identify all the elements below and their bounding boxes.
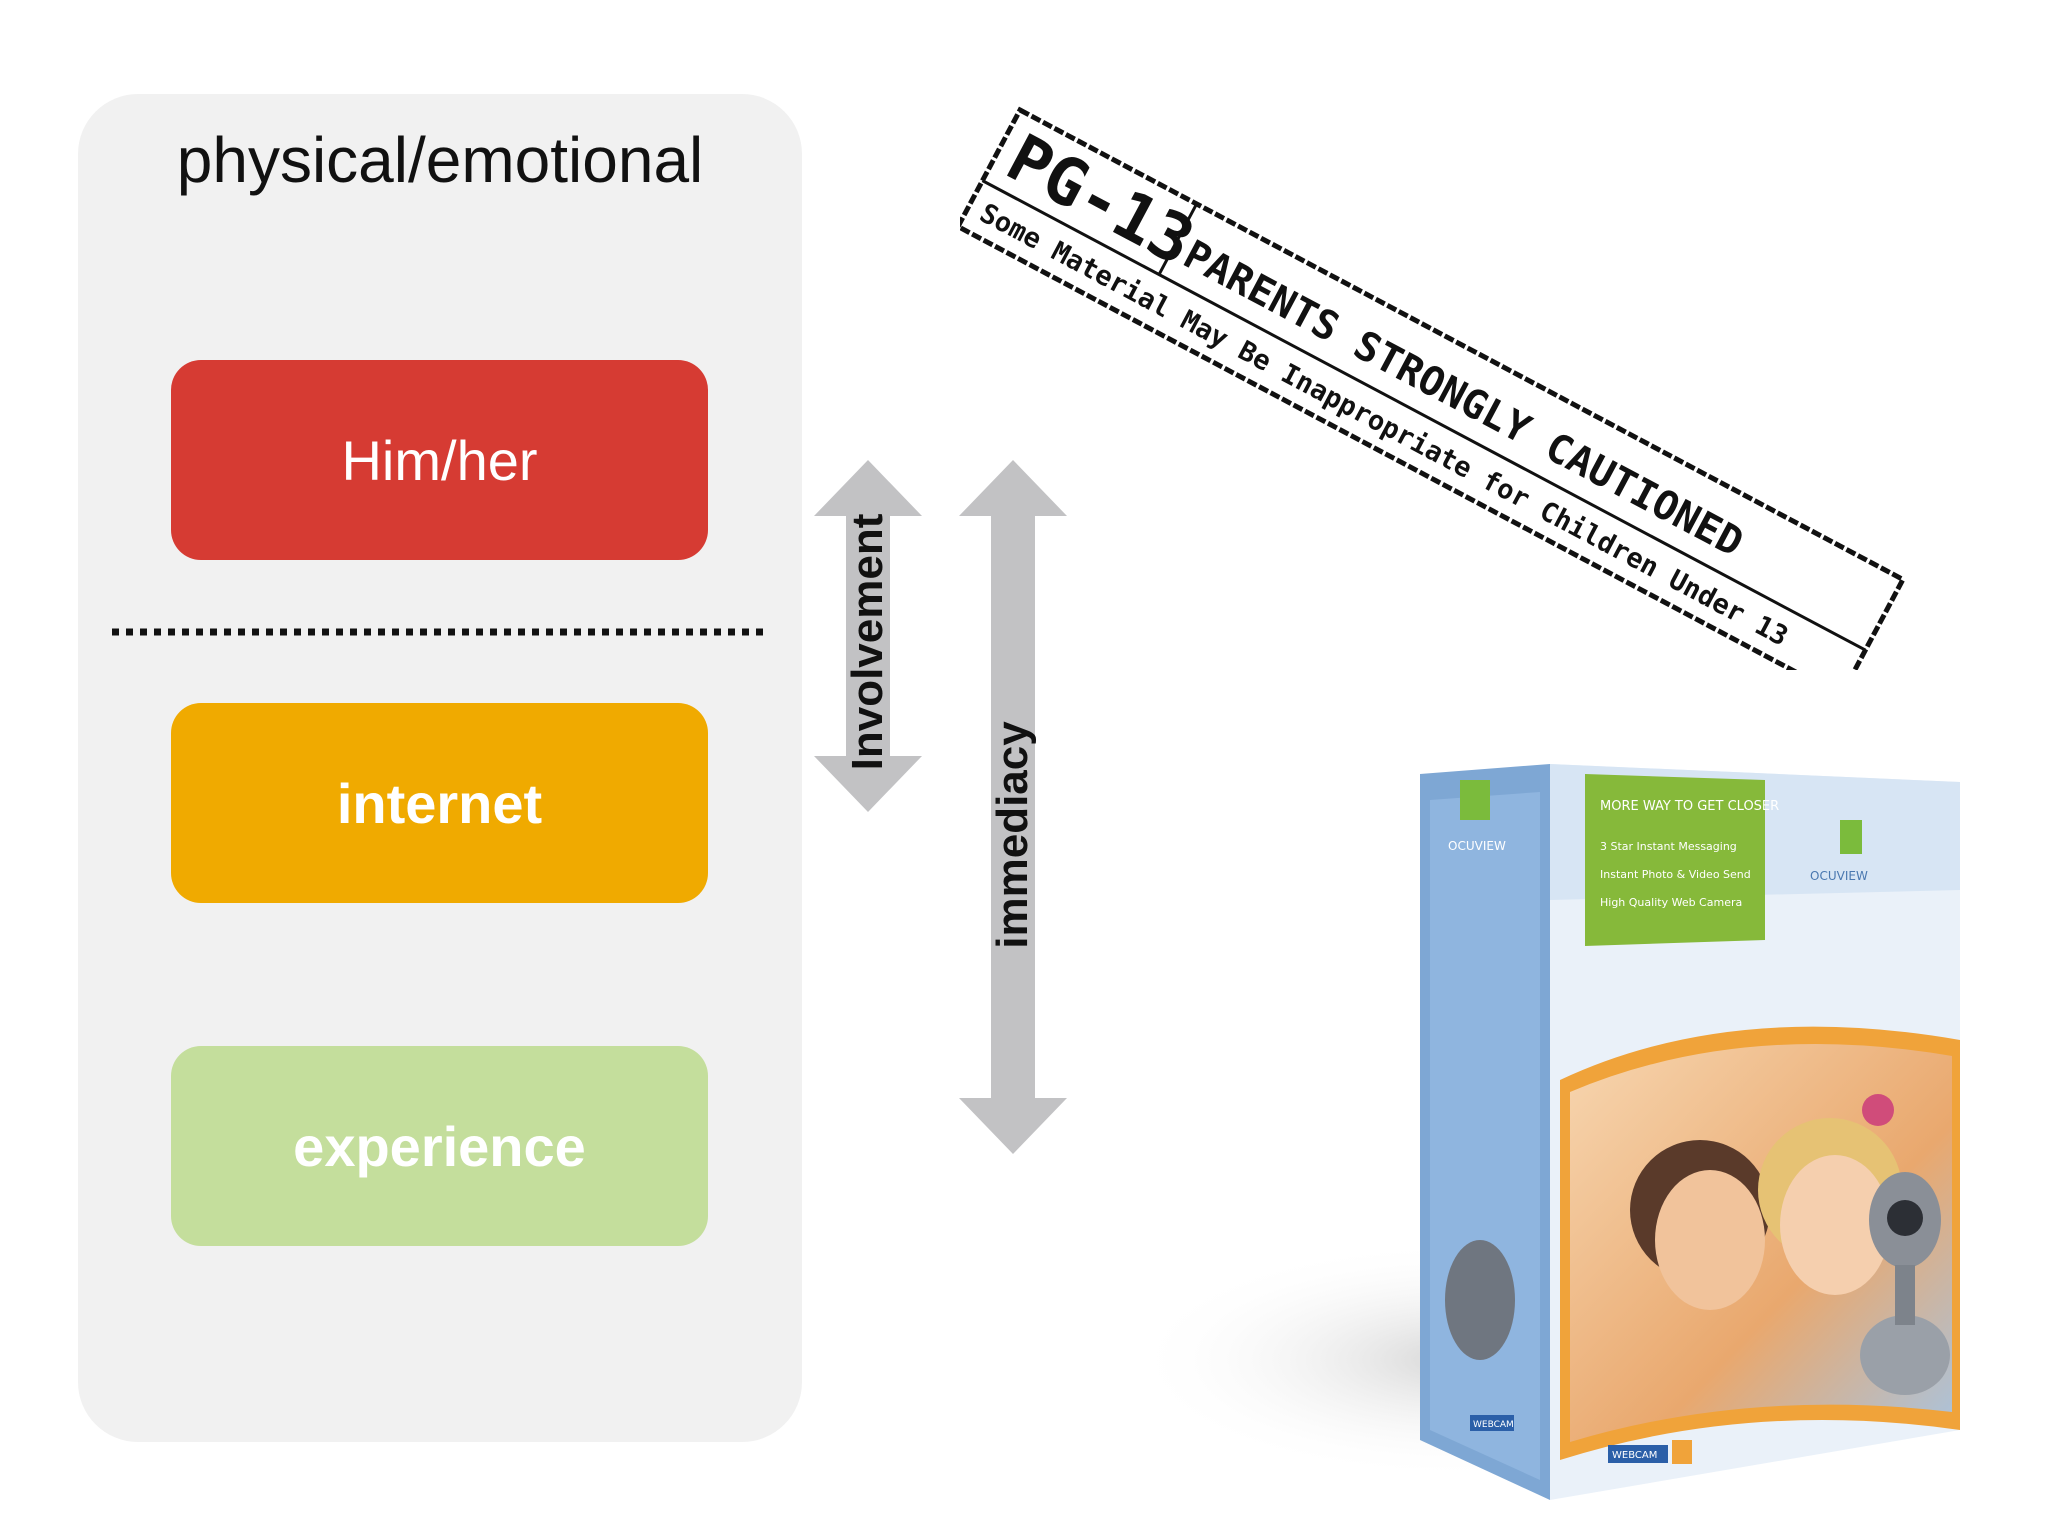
svg-text:OCUVIEW: OCUVIEW [1810,869,1868,883]
involvement-arrow [814,460,922,812]
panel-title: physical/emotional [176,124,704,196]
experience-box: experience [171,1046,708,1246]
notice-text: Some Material May Be Inappropriate for C… [975,198,1793,653]
dotted-divider [112,628,764,636]
svg-text:Instant Photo & Video Send: Instant Photo & Video Send [1600,868,1751,881]
svg-text:High Quality Web Camera: High Quality Web Camera [1600,896,1742,909]
svg-text:WEBCAM: WEBCAM [1612,1450,1657,1461]
caution-text: PARENTS STRONGLY CAUTIONED [1176,232,1750,567]
immediacy-arrow [959,460,1067,1154]
pg13-rating-stamp: PG-13 PARENTS STRONGLY CAUTIONED Some Ma… [960,106,1907,670]
him-her-box: Him/her [171,360,708,560]
svg-text:3 Star Instant Messaging: 3 Star Instant Messaging [1600,840,1737,853]
involvement-label: Involvement [843,513,892,771]
headline-panel [1585,774,1765,946]
webcam-product-box: OCUVIEW MORE WAY TO GET CLOSER 3 Star In… [1130,764,1960,1500]
internet-box: internet [171,703,708,903]
immediacy-label: immediacy [988,721,1037,949]
svg-text:WEBCAM: WEBCAM [1473,1420,1514,1430]
svg-text:MORE WAY TO GET CLOSER: MORE WAY TO GET CLOSER [1600,799,1779,814]
svg-text:OCUVIEW: OCUVIEW [1448,839,1506,853]
